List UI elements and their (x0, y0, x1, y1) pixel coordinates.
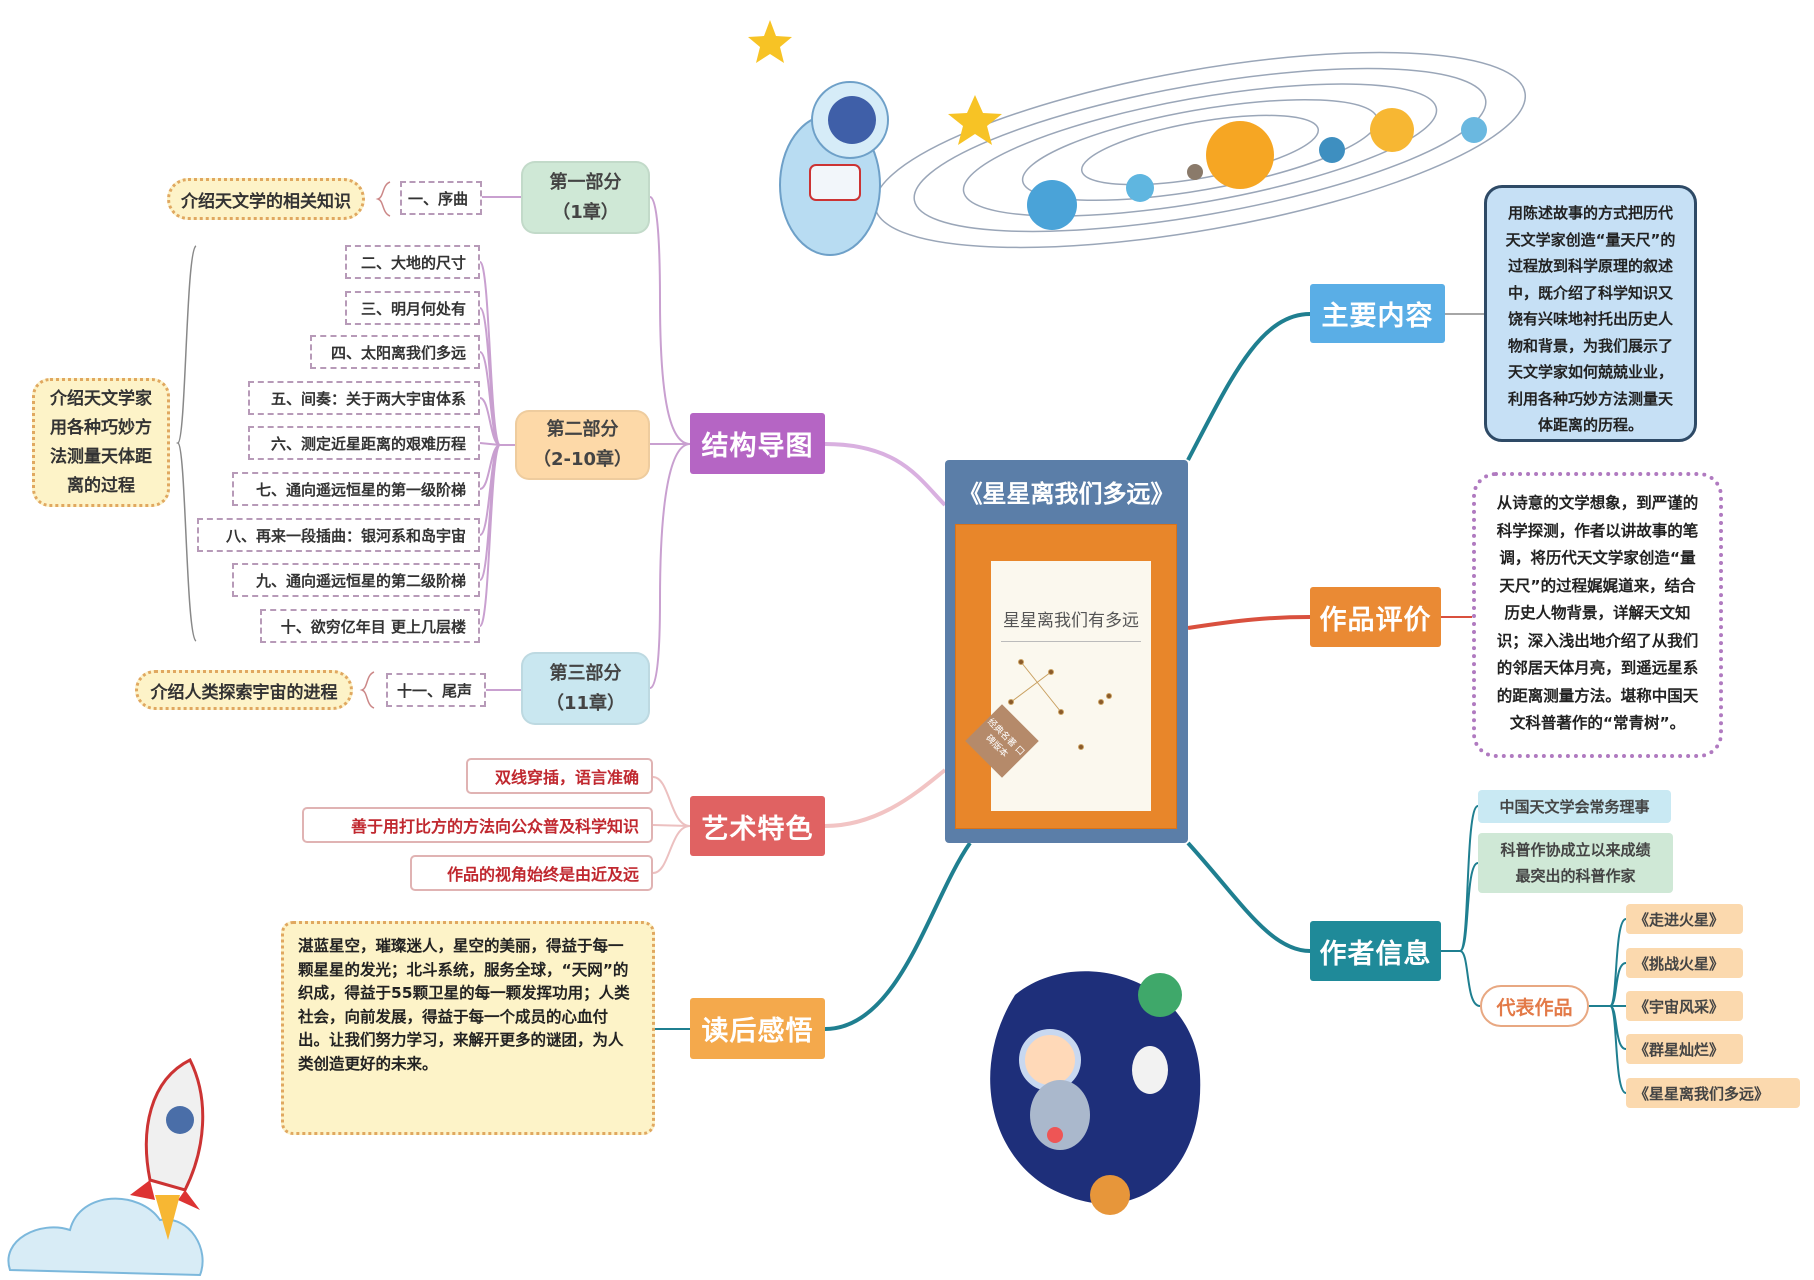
part-range: （2-10章） (532, 449, 633, 470)
author-fact[interactable]: 中国天文学会常务理事 (1478, 790, 1671, 823)
work-item[interactable]: 《走进火星》 (1626, 904, 1743, 934)
work-item[interactable]: 《群星灿烂》 (1626, 1034, 1743, 1064)
part-name: 第一部分 (549, 171, 622, 193)
chapter-node[interactable]: 二、大地的尺寸 (345, 245, 480, 279)
part-name: 第三部分 (549, 662, 622, 684)
solar-system-orbits-icon (873, 51, 1527, 249)
planet-icon (1027, 180, 1077, 230)
reflection-text-box: 湛蓝星空，璀璨迷人，星空的美丽，得益于每一颗星星的发光；北斗系统，服务全球，“天… (281, 921, 655, 1135)
branch-content[interactable]: 主要内容 (1310, 284, 1445, 343)
chapter-node[interactable]: 十、欲穷亿年目 更上几层楼 (260, 609, 480, 643)
part-name: 第二部分 (546, 419, 619, 440)
branch-author[interactable]: 作者信息 (1310, 921, 1441, 981)
branch-structure[interactable]: 结构导图 (690, 413, 825, 474)
space-kid-illustration (990, 971, 1201, 1215)
part-2-summary: 介绍天文学家用各种巧妙方法测量天体距离的过程 (32, 378, 170, 507)
connector-content (1186, 312, 1311, 461)
evaluation-text-box: 从诗意的文学想象，到严谨的科学探测，作者以讲故事的笔调，将历代天文学家创造“量天… (1472, 472, 1723, 758)
chapter-node[interactable]: 五、间奏：关于两大宇宙体系 (248, 381, 480, 415)
chapter-node[interactable]: 四、太阳离我们多远 (310, 335, 480, 369)
content-text-box: 用陈述故事的方式把历代天文学家创造“量天尺”的过程放到科学原理的叙述中，既介绍了… (1484, 185, 1697, 442)
chapter-node[interactable]: 一、序曲 (400, 181, 482, 215)
branch-evaluation[interactable]: 作品评价 (1310, 587, 1441, 647)
star-icon (748, 20, 792, 63)
work-item[interactable]: 《宇宙风采》 (1626, 991, 1743, 1021)
chapter-node[interactable]: 八、再来一段插曲：银河系和岛宇宙 (197, 518, 480, 552)
part-1-node[interactable]: 第一部分 （1章） (521, 161, 650, 234)
part-2-node[interactable]: 第二部分 （2-10章） (515, 410, 650, 480)
book-cover-image: 星星离我们有多远 经典名著 口碑版本 (955, 524, 1177, 829)
author-fact[interactable]: 科普作协成立以来成绩最突出的科普作家 (1478, 833, 1673, 893)
part-range: （11章） (545, 692, 626, 714)
part-3-node[interactable]: 第三部分 （11章） (521, 652, 650, 725)
space-illustration-top (748, 20, 1527, 256)
chapter-node[interactable]: 十一、尾声 (386, 673, 486, 707)
part-1-summary: 介绍天文学的相关知识 (167, 178, 365, 220)
branch-art[interactable]: 艺术特色 (690, 796, 825, 856)
part-range: （1章） (552, 201, 619, 223)
book-title: 《星星离我们多远》 (958, 480, 1175, 508)
representative-works-node[interactable]: 代表作品 (1480, 985, 1589, 1027)
star-icon (948, 95, 1002, 145)
connector-evaluation (1187, 615, 1311, 630)
connector-author (1186, 841, 1311, 953)
work-item[interactable]: 《挑战火星》 (1626, 948, 1743, 978)
center-book-node[interactable]: 《星星离我们多远》 星星离我们有多远 经典名著 口碑版本 (945, 460, 1188, 843)
art-item[interactable]: 作品的视角始终是由近及远 (410, 855, 653, 891)
art-item[interactable]: 双线穿插，语言准确 (466, 758, 653, 794)
chapter-node[interactable]: 三、明月何处有 (345, 291, 480, 325)
constellation-icon (1008, 659, 1112, 750)
connector-art (824, 768, 947, 828)
connector-reflection (824, 841, 972, 1031)
chapter-node[interactable]: 六、测定近星距离的艰难历程 (248, 426, 480, 460)
sun-icon (1206, 121, 1274, 189)
chapter-node[interactable]: 九、通向遥远恒星的第二级阶梯 (232, 563, 480, 597)
astronaut-icon (779, 81, 889, 256)
rocket-illustration (7, 1057, 205, 1277)
art-item[interactable]: 善于用打比方的方法向公众普及科学知识 (302, 807, 653, 843)
part-3-summary: 介绍人类探索宇宙的进程 (135, 670, 353, 710)
connector-structure (824, 442, 947, 507)
work-item[interactable]: 《星星离我们多远》 (1626, 1078, 1800, 1108)
cover-title: 星星离我们有多远 (1003, 611, 1139, 631)
chapter-node[interactable]: 七、通向遥远恒星的第一级阶梯 (232, 472, 480, 506)
branch-reflection[interactable]: 读后感悟 (690, 998, 825, 1059)
